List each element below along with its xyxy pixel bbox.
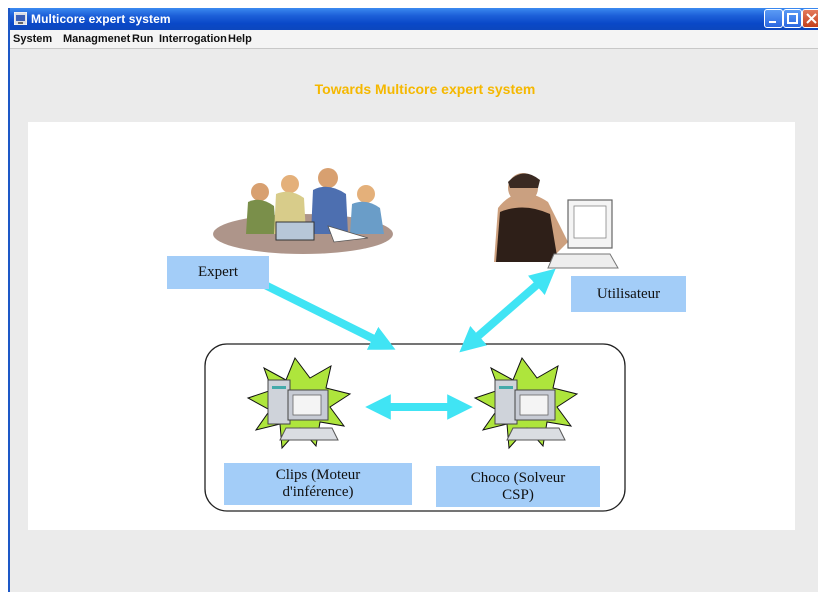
title-bar[interactable]: Multicore expert system: [10, 8, 818, 30]
page-heading: Towards Multicore expert system: [314, 81, 536, 97]
app-icon: [14, 12, 27, 25]
app-window: Multicore expert system System Managmene…: [8, 8, 818, 592]
clips-computer-icon: [246, 356, 352, 450]
arrow-system-user: [459, 268, 556, 353]
close-button[interactable]: [802, 9, 818, 28]
window-title: Multicore expert system: [31, 12, 171, 26]
menu-system[interactable]: System: [13, 33, 53, 45]
menu-help[interactable]: Help: [228, 33, 252, 45]
close-icon: [806, 13, 817, 24]
choco-label: Choco (Solveur CSP): [436, 466, 600, 507]
choco-computer-icon: [473, 356, 579, 450]
maximize-button[interactable]: [783, 9, 802, 28]
diagram-panel: Expert Utilisateur Clips (Moteur d'infér…: [28, 122, 795, 530]
menu-bar: System Managmenet Run Interrogation Help: [10, 30, 818, 49]
minimize-button[interactable]: [764, 9, 783, 28]
expert-label: Expert: [167, 256, 269, 289]
user-label: Utilisateur: [571, 276, 686, 312]
team-meeting-icon: [213, 168, 393, 254]
minimize-icon: [769, 21, 776, 23]
maximize-icon: [787, 13, 798, 24]
menu-management[interactable]: Managmenet: [63, 33, 131, 45]
menu-run[interactable]: Run: [132, 33, 154, 45]
arrow-expert-to-system: [261, 280, 396, 350]
clips-label: Clips (Moteur d'inférence): [224, 463, 412, 505]
menu-interrogation[interactable]: Interrogation: [159, 33, 227, 45]
user-computer-icon: [494, 173, 619, 269]
